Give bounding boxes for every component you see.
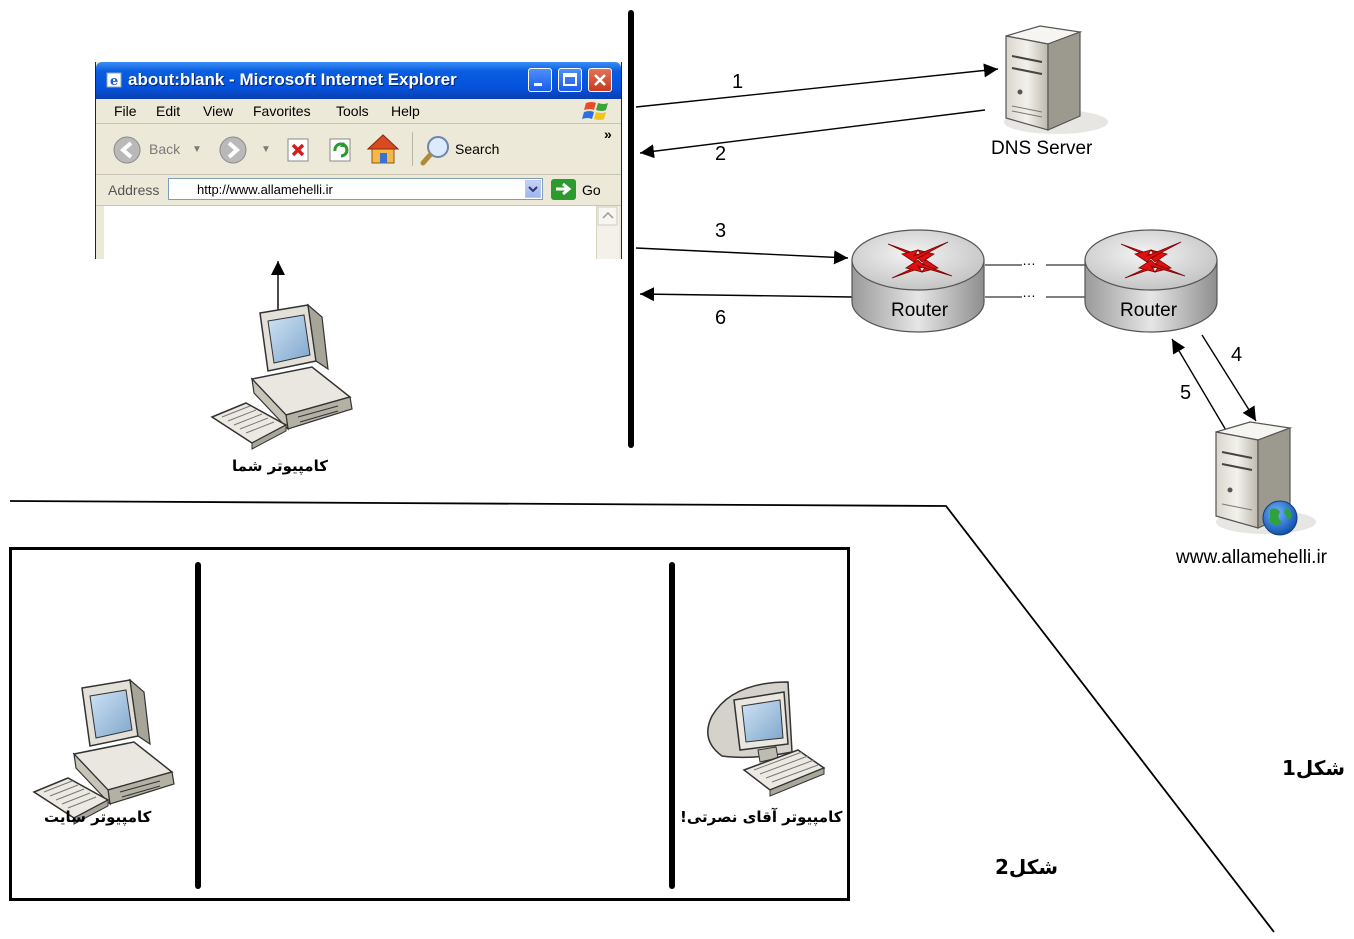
web-server-label: www.allamehelli.ir (1176, 547, 1327, 568)
menu-edit[interactable]: Edit (156, 103, 181, 119)
home-icon[interactable] (366, 133, 400, 165)
router-1-label: Router (891, 300, 949, 321)
figure-1-label: شکل1 (1282, 756, 1346, 780)
dns-server-label: DNS Server (991, 138, 1093, 159)
arrow-step-6 (639, 287, 853, 302)
forward-dropdown-icon[interactable]: ▼ (261, 144, 271, 155)
web-server-icon (1215, 421, 1316, 536)
figure-2-box (9, 547, 850, 901)
menu-file[interactable]: File (114, 103, 137, 119)
chevron-down-icon (528, 186, 538, 193)
go-arrow-button[interactable] (551, 179, 576, 200)
dns-server-icon (1004, 25, 1108, 134)
forward-arrow-icon[interactable] (218, 135, 248, 165)
figure-2-label: شکل2 (995, 855, 1059, 879)
step-3-label: 3 (715, 220, 727, 242)
browser-window: e about:blank - Microsoft Internet Explo… (95, 62, 622, 259)
arrow-step-2 (639, 109, 986, 159)
browser-title: about:blank - Microsoft Internet Explore… (128, 70, 457, 89)
browser-content-area[interactable] (104, 206, 596, 259)
close-button[interactable] (588, 68, 612, 92)
maximize-icon (563, 73, 577, 86)
back-arrow-icon[interactable] (112, 135, 142, 165)
arrow-step-5 (1171, 338, 1231, 438)
mr-nosrati-computer-label: کامپیوتر آقای نصرتی! (680, 808, 843, 826)
figure-divider-line (9, 500, 1275, 933)
router-2-label: Router (1120, 300, 1178, 321)
router-2-icon (1084, 229, 1218, 333)
site-computer-label: کامپیوتر سایت (44, 808, 152, 826)
router-link-dots-bottom: … (1022, 284, 1036, 300)
toolbar-separator (412, 132, 413, 166)
menu-help[interactable]: Help (391, 103, 420, 119)
step-4-label: 4 (1231, 344, 1243, 366)
svg-text:e: e (110, 74, 118, 89)
globe-icon (1262, 500, 1298, 536)
arrow-step-3 (635, 247, 849, 265)
minimize-icon (534, 83, 542, 86)
browser-titlebar: e about:blank - Microsoft Internet Explo… (96, 62, 621, 99)
scroll-up-icon[interactable] (597, 206, 619, 226)
back-dropdown-icon[interactable]: ▼ (192, 144, 202, 155)
minimize-button[interactable] (528, 68, 552, 92)
menu-view[interactable]: View (203, 103, 234, 119)
close-icon (594, 74, 606, 86)
step-2-label: 2 (715, 143, 727, 165)
back-button[interactable]: Back (149, 141, 181, 157)
address-input[interactable]: http://www.allamehelli.ir (168, 178, 543, 200)
step-5-label: 5 (1180, 382, 1192, 404)
refresh-icon[interactable] (328, 137, 354, 163)
router-1-icon (851, 229, 985, 333)
address-label: Address (108, 182, 160, 198)
step-6-label: 6 (715, 307, 727, 329)
your-computer-label: کامپیوتر شما (232, 457, 328, 475)
step-1-label: 1 (732, 71, 744, 93)
search-button[interactable]: Search (455, 141, 500, 157)
menu-tools[interactable]: Tools (336, 103, 369, 119)
your-computer-icon (211, 304, 353, 450)
arrow-step-1 (635, 63, 999, 108)
address-bar: Address http://www.allamehelli.ir Go (96, 175, 621, 206)
browser-scrollbar[interactable] (596, 206, 619, 259)
ie-logo-icon: e (106, 72, 122, 89)
arrow-step-4 (1201, 334, 1257, 422)
address-dropdown-button[interactable] (525, 180, 541, 198)
go-button[interactable]: Go (582, 182, 601, 198)
search-icon[interactable] (420, 133, 454, 167)
router-link-dots-top: … (1022, 252, 1036, 268)
mr-nosrati-computer-icon (707, 681, 826, 797)
go-arrow-icon (556, 182, 572, 196)
browser-menubar: File Edit View Favorites Tools Help (96, 99, 621, 124)
toolbar-overflow-chevron[interactable]: » (604, 126, 612, 142)
windows-logo-icon (582, 102, 608, 120)
maximize-button[interactable] (558, 68, 582, 92)
browser-toolbar: Back ▼ ▼ (96, 124, 621, 175)
stop-icon[interactable] (286, 137, 312, 163)
menu-favorites[interactable]: Favorites (253, 103, 311, 119)
